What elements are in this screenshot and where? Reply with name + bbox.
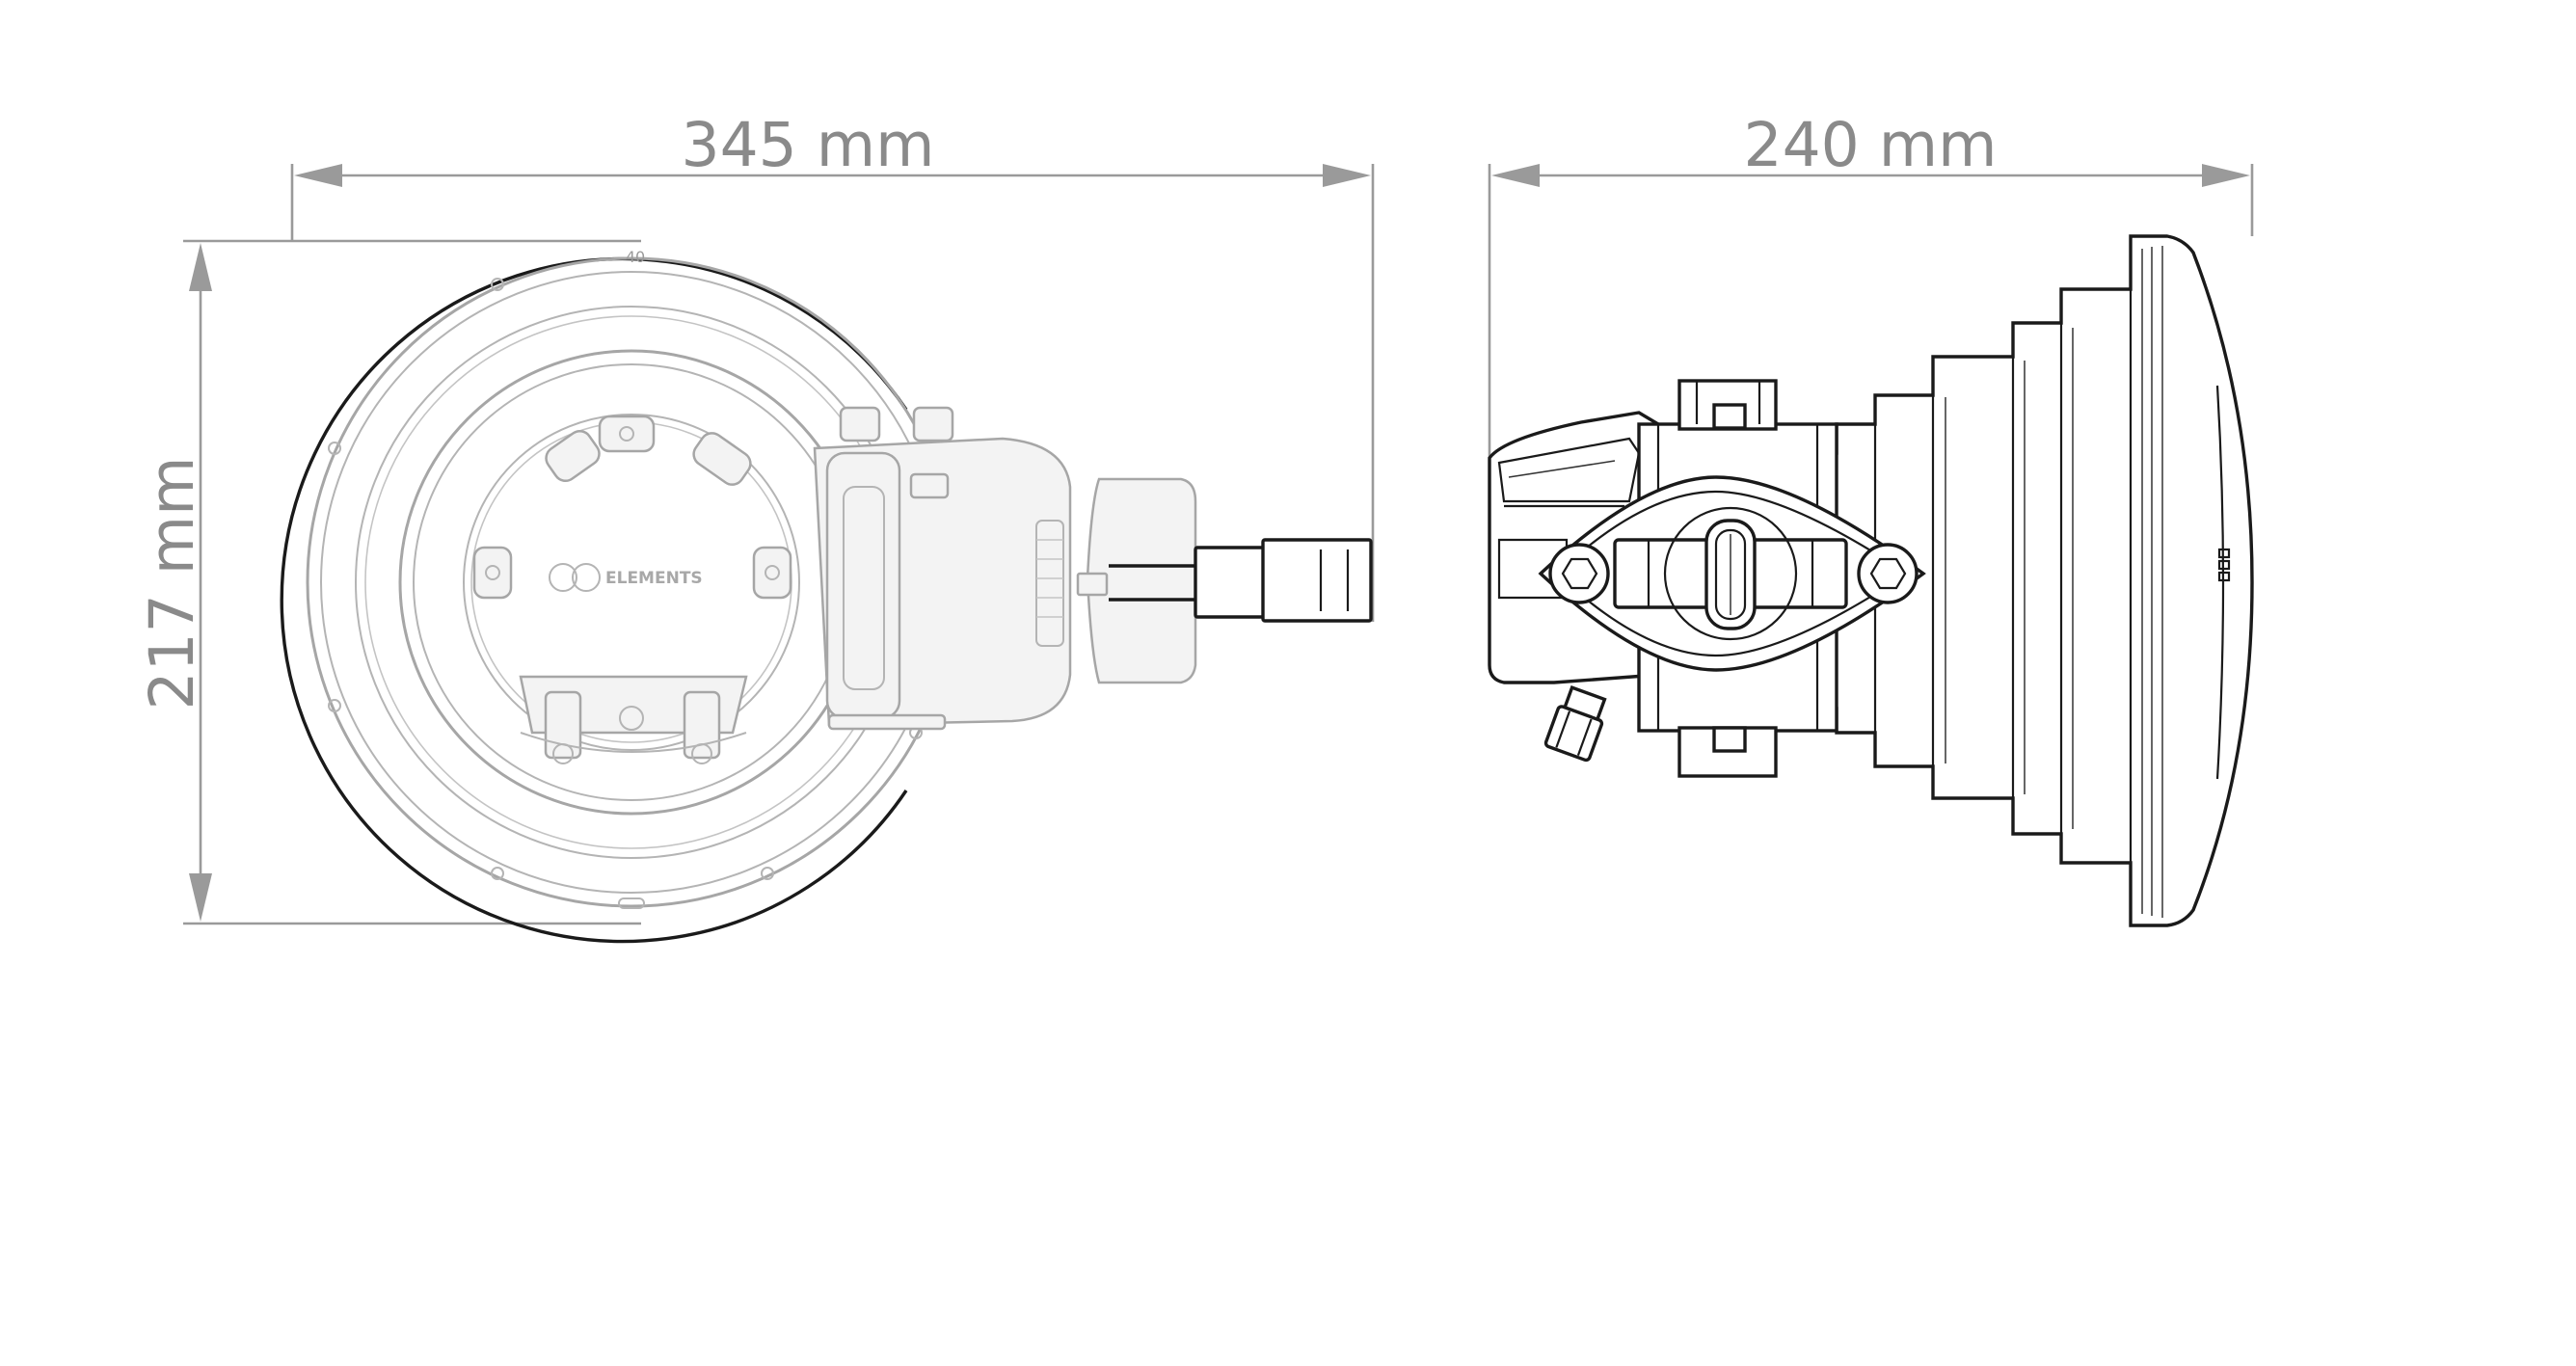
- ring-number: 40: [626, 248, 645, 266]
- arrowhead-right: [1323, 164, 1371, 187]
- arrowhead-right: [2202, 164, 2250, 187]
- mount-arm: [813, 406, 1072, 731]
- brand-logo: ELEMENTS: [549, 563, 703, 592]
- side-view: [1488, 234, 2254, 927]
- front-view: 40 ELEMENTS: [280, 248, 1373, 944]
- arrowhead-top: [189, 243, 212, 291]
- clamp-bolt: [1109, 538, 1373, 623]
- brand-text: ELEMENTS: [605, 569, 703, 588]
- perimeter-screws: [328, 278, 923, 909]
- side-width-label: 240 mm: [1743, 110, 1997, 180]
- dimension-side-width: 240 mm: [1488, 110, 2254, 578]
- pole-clamp: [1035, 477, 1197, 684]
- front-width-label: 345 mm: [681, 110, 934, 180]
- rf-connector-block: [519, 675, 748, 764]
- radome-lugs: [472, 415, 792, 600]
- side-connector: [1543, 684, 1607, 763]
- dimension-front-width: 345 mm: [290, 110, 1375, 622]
- arrowhead-bottom: [189, 873, 212, 922]
- dimension-front-height: 217 mm: [137, 239, 641, 925]
- front-height-label: 217 mm: [137, 456, 207, 710]
- arrowhead-left: [1491, 164, 1540, 187]
- arrowhead-left: [294, 164, 342, 187]
